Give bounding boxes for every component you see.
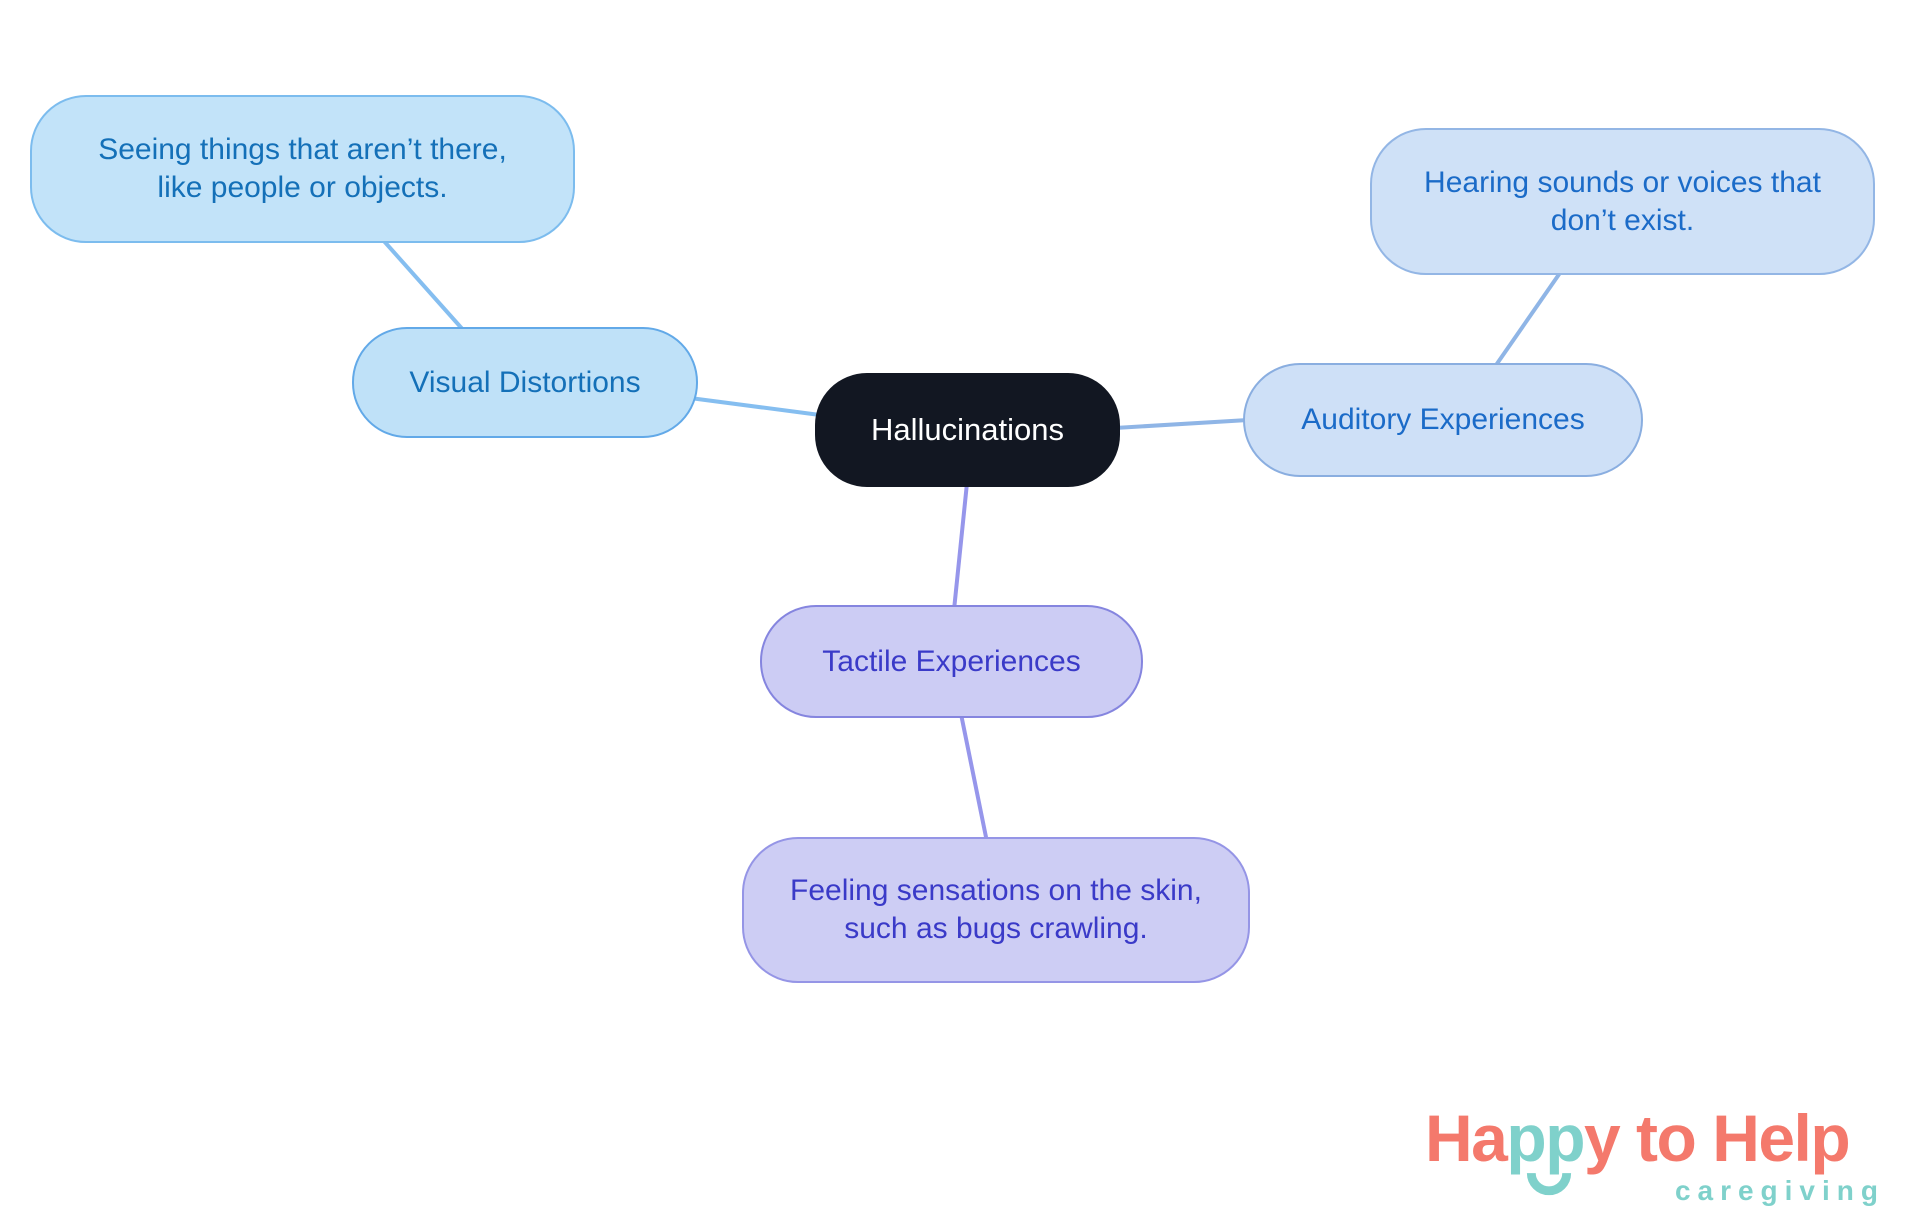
branch-label: Visual Distortions [409, 365, 641, 399]
happy-to-help-logo: Happy to Help caregiving [1425, 1105, 1885, 1207]
leaf-text-line: like people or objects. [157, 171, 448, 204]
connector-visual-central [689, 396, 821, 417]
leaf-text-line: Hearing sounds or voices that [1424, 165, 1821, 199]
branch-node-auditory-experiences[interactable]: Auditory Experiences [1243, 363, 1643, 477]
connector-hearing-auditory [1492, 268, 1564, 370]
leaf-text-line: don’t exist. [1550, 203, 1695, 237]
root-node-hallucinations[interactable]: Hallucinations [815, 373, 1120, 487]
logo-word-part: pp [1506, 1101, 1585, 1175]
leaf-text-line: Seeing things that aren’t there, [98, 133, 507, 166]
branch-label: Tactile Experiences [822, 644, 1081, 678]
leaf-text-line: Feeling sensations on the skin, [790, 874, 1202, 907]
leaf-node-auditory-description[interactable]: Hearing sounds or voices that don’t exis… [1370, 128, 1875, 275]
connector-seeing-visual [381, 238, 467, 334]
branch-node-tactile-experiences[interactable]: Tactile Experiences [760, 605, 1143, 718]
logo-tagline: caregiving [1674, 1175, 1885, 1206]
connector-tactile-feeling [959, 713, 989, 843]
logo-word-part: Ha [1425, 1101, 1508, 1175]
root-label: Hallucinations [871, 412, 1064, 447]
smile-arc-icon [1526, 1172, 1572, 1196]
connector-central-auditory [1114, 418, 1249, 430]
branch-node-visual-distortions[interactable]: Visual Distortions [352, 327, 698, 438]
leaf-text-line: such as bugs crawling. [844, 912, 1148, 945]
logo-word-part: y to Help [1584, 1101, 1851, 1175]
leaf-node-visual-description[interactable]: Seeing things that aren’t there, like pe… [30, 95, 575, 243]
logo-wordmark: Happy to Help [1425, 1105, 1885, 1171]
connector-central-tactile [952, 482, 969, 611]
leaf-node-tactile-description[interactable]: Feeling sensations on the skin, such as … [742, 837, 1250, 983]
branch-label: Auditory Experiences [1301, 403, 1585, 436]
